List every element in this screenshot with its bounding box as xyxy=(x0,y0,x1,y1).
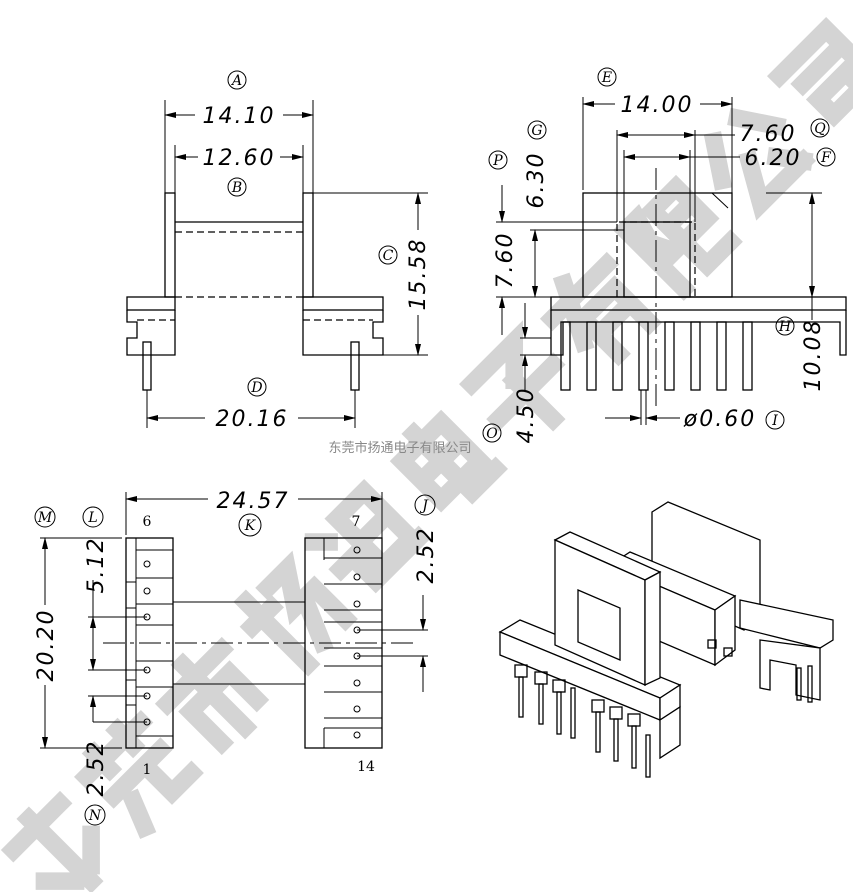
label-h: H xyxy=(778,319,792,335)
dim-n-value: 2.52 xyxy=(84,740,109,797)
pin-label-6: 6 xyxy=(143,514,152,530)
dim-a-value: 14.10 xyxy=(203,104,276,129)
label-d: D xyxy=(250,380,262,396)
dim-i-value: ø0.60 xyxy=(683,407,756,432)
watermark-glyph xyxy=(612,174,743,301)
label-n: N xyxy=(88,808,102,824)
pin xyxy=(350,341,360,391)
left-flange xyxy=(164,192,176,298)
label-a: A xyxy=(230,73,242,89)
label-c: C xyxy=(383,248,394,264)
watermark-graphic xyxy=(0,16,853,892)
watermark-glyph xyxy=(458,320,566,432)
left-pin-block xyxy=(125,537,174,749)
pin-label-14: 14 xyxy=(357,759,375,775)
dim-h-value: 10.08 xyxy=(801,319,826,392)
label-g: G xyxy=(531,123,542,139)
front-view: 14.10 A 12.60 B 15.58 C 20.16 D xyxy=(126,70,431,432)
label-e: E xyxy=(601,70,612,86)
dim-b-value: 12.60 xyxy=(203,146,276,171)
watermark-glyph xyxy=(154,636,270,756)
dim-g-value: 6.30 xyxy=(524,152,549,209)
dim-l-value: 5.12 xyxy=(84,537,109,594)
pin xyxy=(142,341,152,391)
watermark-glyph xyxy=(766,16,853,128)
label-o: O xyxy=(486,426,498,442)
side-view: 14.00 E 7.60 Q 6.20 F 6.30 G 7.60 P 10.0… xyxy=(482,67,847,444)
dim-m-value: 20.20 xyxy=(34,609,59,682)
label-p: P xyxy=(492,153,503,169)
bottom-view: 6 7 1 14 24.57 K 20.20 M 5.12 L 2.52 N 2… xyxy=(34,489,439,826)
isometric-view xyxy=(498,501,834,778)
label-i: I xyxy=(771,413,778,429)
dim-c-value: 15.58 xyxy=(406,238,431,311)
pin-label-1: 1 xyxy=(143,762,152,778)
watermark-glyph xyxy=(539,251,663,367)
label-q: Q xyxy=(814,121,826,137)
label-f: F xyxy=(820,150,832,166)
right-flange xyxy=(302,192,314,298)
dim-e-value: 14.00 xyxy=(621,93,694,118)
iso-pins xyxy=(514,639,733,778)
company-caption: 东莞市扬通电子有限公司 xyxy=(328,440,471,456)
watermark-glyph xyxy=(389,409,509,513)
label-b: B xyxy=(231,180,242,196)
label-k: K xyxy=(244,518,257,534)
watermark-glyph xyxy=(304,478,432,594)
label-l: L xyxy=(87,510,97,526)
watermark-glyph xyxy=(0,790,104,892)
dim-k-value: 24.57 xyxy=(217,489,290,514)
dim-p-value: 7.60 xyxy=(493,232,518,289)
watermark-glyph xyxy=(233,550,358,677)
watermark-glyph xyxy=(703,107,817,221)
dim-f-value: 6.20 xyxy=(745,146,802,171)
watermark-glyph xyxy=(73,709,204,840)
dim-d-value: 20.16 xyxy=(216,407,289,432)
label-j: J xyxy=(419,498,429,514)
dim-j-value: 2.52 xyxy=(414,527,439,584)
pin-label-7: 7 xyxy=(352,514,361,530)
pin-holes xyxy=(143,546,361,739)
pins xyxy=(560,321,753,391)
dim-o-value: 4.50 xyxy=(514,387,539,444)
dim-q-value: 7.60 xyxy=(740,122,797,147)
label-m: M xyxy=(37,510,53,526)
